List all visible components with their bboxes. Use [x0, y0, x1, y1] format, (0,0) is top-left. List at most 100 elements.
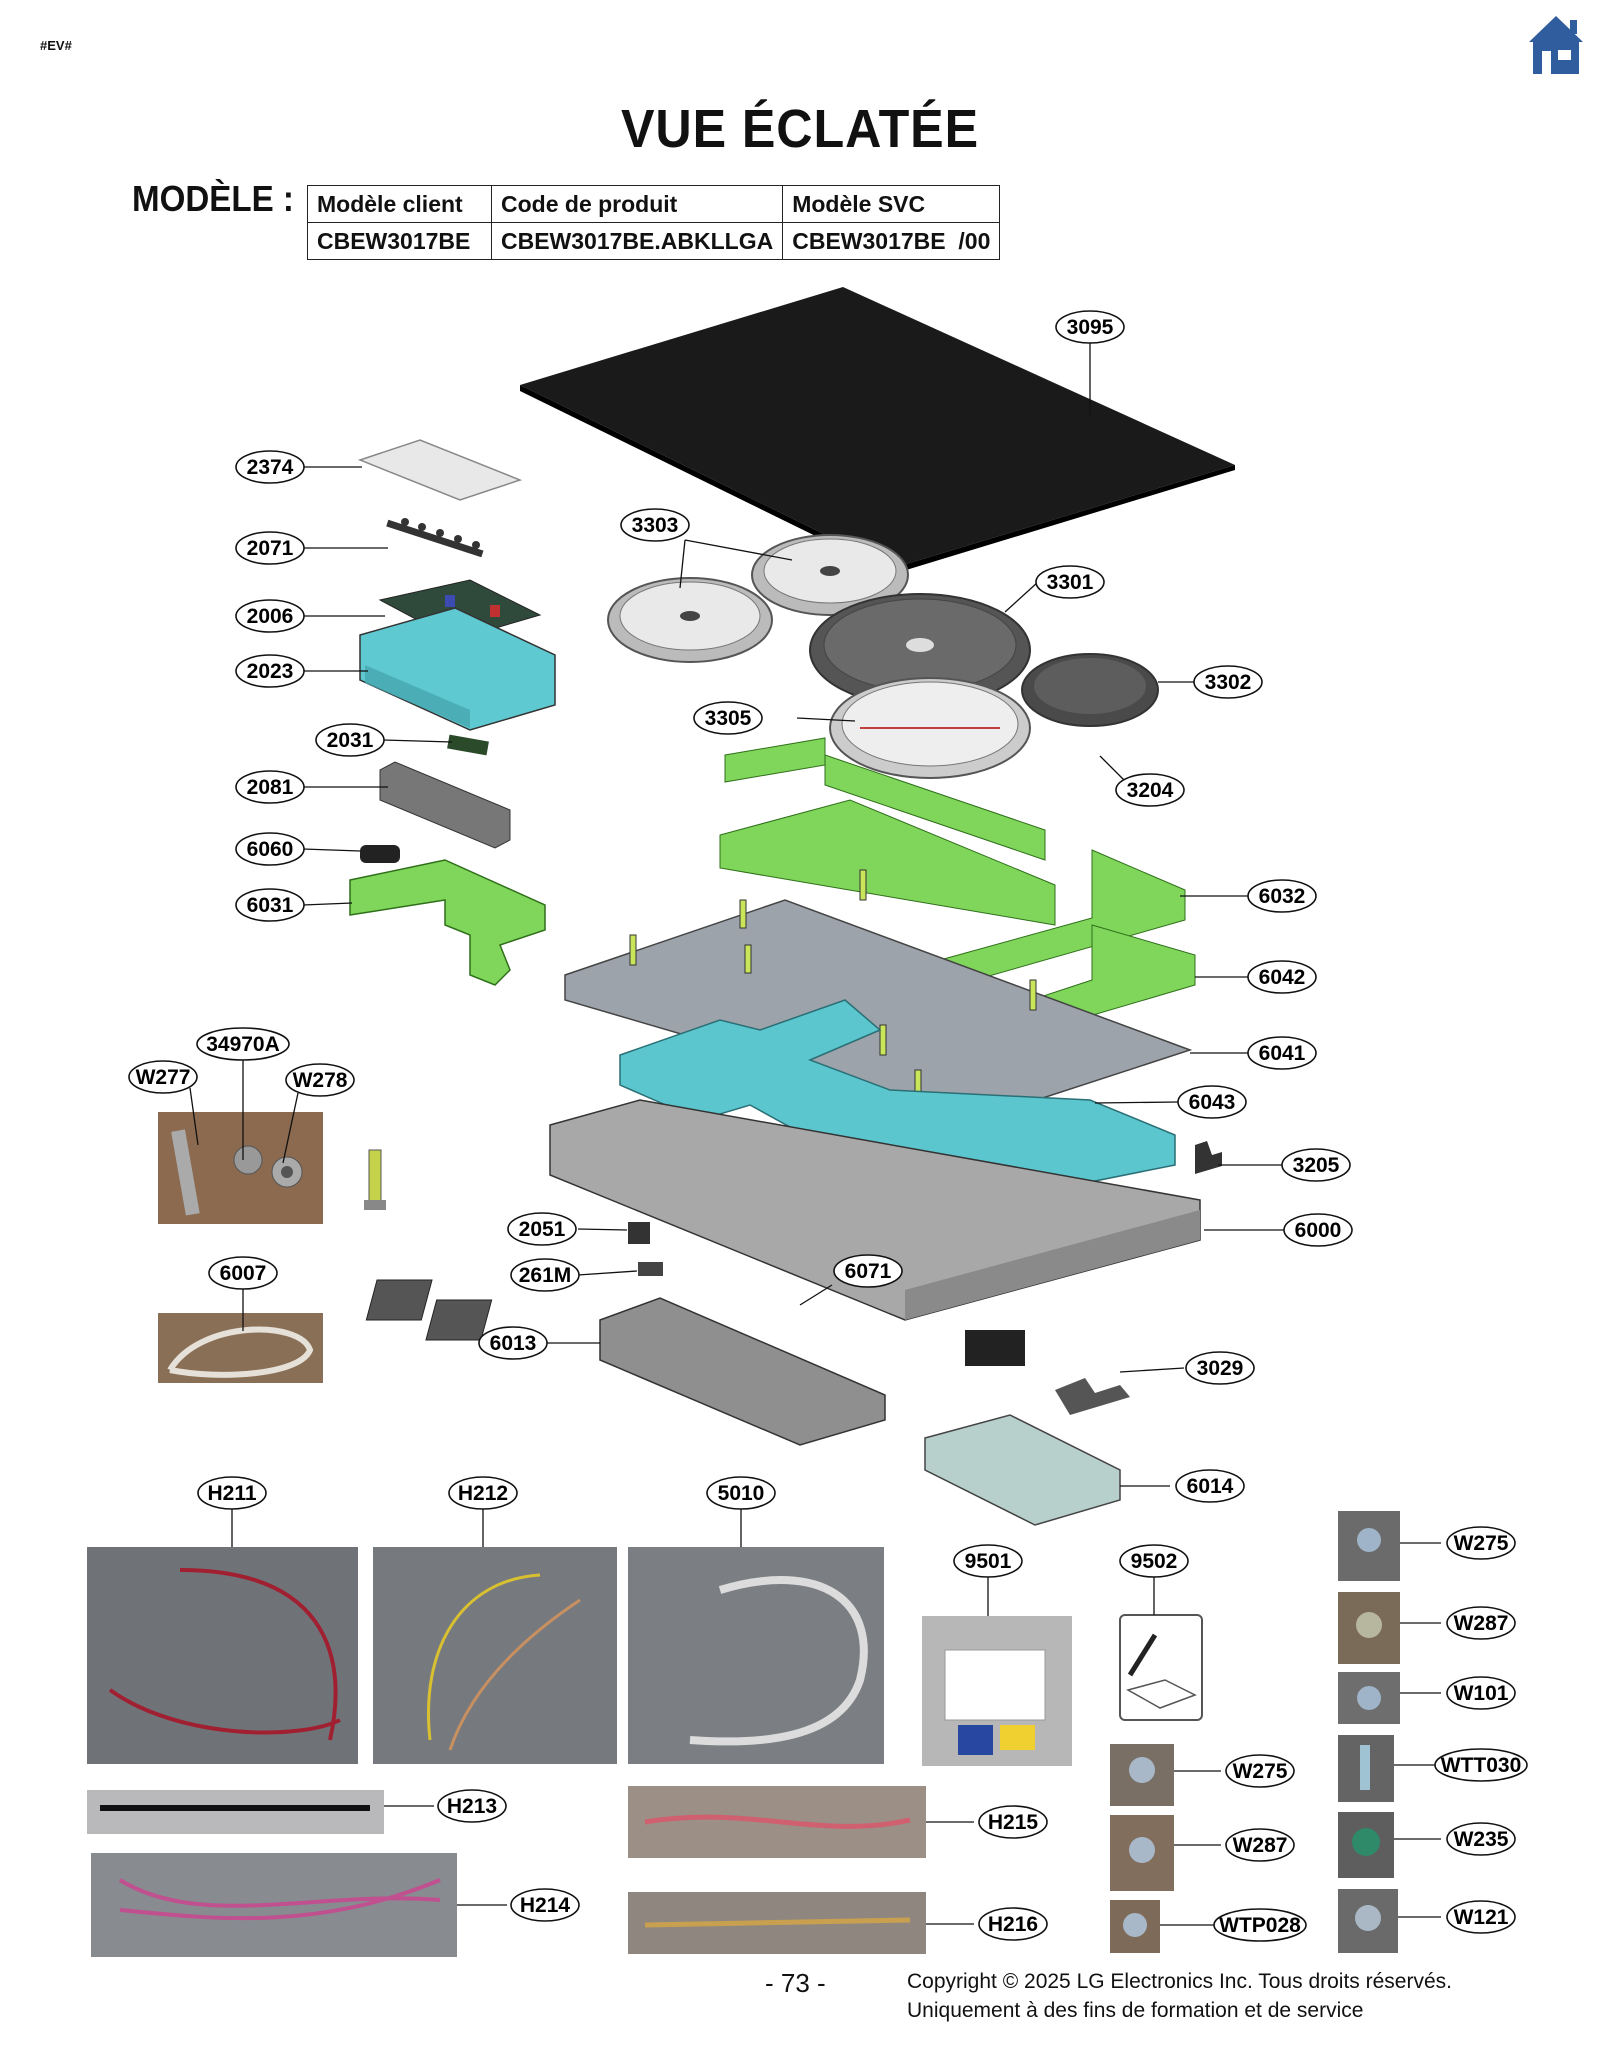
callout-label-2051: 2051: [519, 1218, 566, 1241]
callout-label-wtt030: WTT030: [1441, 1754, 1522, 1777]
callout-label-w287: W287: [1233, 1834, 1288, 1857]
callout-bubble: [1055, 310, 1125, 344]
terminal-block-part: [965, 1330, 1025, 1366]
bracket-2081-part: [379, 761, 511, 849]
callout-label-6014: 6014: [1187, 1475, 1234, 1498]
callout-label-261m: 261M: [519, 1264, 572, 1287]
callout-label-w275: W275: [1454, 1532, 1509, 1555]
callout-label-6042: 6042: [1259, 966, 1306, 989]
callout-label-w277: W277: [136, 1066, 191, 1089]
callout-bubble: [510, 1888, 580, 1922]
callout-bubble: [1225, 1754, 1295, 1788]
callout-label-w275: W275: [1233, 1760, 1288, 1783]
bag-9502: [1119, 1614, 1203, 1721]
callout-label-2081: 2081: [247, 776, 294, 799]
burner-3301: [809, 593, 1031, 707]
callout-label-5010: 5010: [718, 1482, 765, 1505]
callout-label-w235: W235: [1454, 1828, 1509, 1851]
callout-bubble: [478, 1326, 548, 1360]
callout-label-h216: H216: [988, 1913, 1038, 1936]
callout-bubble: [620, 508, 690, 542]
bracket-3029-part: [1055, 1378, 1130, 1415]
document-tag: #EV#: [40, 38, 72, 53]
callout-label-2071: 2071: [247, 537, 294, 560]
callout-bubble: [235, 531, 305, 565]
model-label: MODÈLE :: [132, 178, 294, 219]
callout-bubble: [1115, 773, 1185, 807]
screw-photos: [1110, 1511, 1400, 1953]
callout-label-3305: 3305: [705, 707, 752, 730]
insulation-a: [724, 737, 826, 783]
standoff-posts: [629, 869, 1037, 1101]
callout-bubble: [1446, 1606, 1516, 1640]
burner-3305: [829, 677, 1031, 779]
usage-line: Uniquement à des fins de formation et de…: [907, 1999, 1364, 2022]
callout-label-h213: H213: [447, 1795, 497, 1818]
callout-label-6043: 6043: [1189, 1091, 1236, 1114]
callout-label-9502: 9502: [1131, 1550, 1178, 1573]
small-board-part: [447, 734, 489, 756]
header-svc-model: Modèle SVC: [782, 185, 1001, 223]
callout-label-6032: 6032: [1259, 885, 1306, 908]
callout-bubble: [1213, 1908, 1307, 1942]
callout-bubble: [208, 1256, 278, 1290]
callout-bubble: [1247, 960, 1317, 994]
callout-bubble: [1446, 1900, 1516, 1934]
callout-bubble: [833, 1254, 903, 1288]
callout-label-2023: 2023: [247, 660, 294, 683]
callout-bubble: [235, 888, 305, 922]
copyright-notice: Copyright © 2025 LG Electronics Inc. Tou…: [907, 1967, 1452, 2025]
callout-label-3302: 3302: [1205, 671, 1252, 694]
callout-bubble: [315, 723, 385, 757]
callout-label-h212: H212: [458, 1482, 508, 1505]
callout-bubble: [1119, 1544, 1189, 1578]
callout-bubble: [978, 1805, 1048, 1839]
callout-label-6007: 6007: [220, 1262, 267, 1285]
callout-bubble: [196, 1027, 290, 1061]
callout-label-w101: W101: [1454, 1682, 1509, 1705]
callout-bubble: [1283, 1213, 1353, 1247]
callout-label-w278: W278: [293, 1069, 348, 1092]
cover-6014-part: [924, 1414, 1121, 1526]
callout-bubble: [1225, 1828, 1295, 1862]
spring-post-part: [364, 1149, 386, 1210]
callout-group: 3095237420712006202320312081606060313303…: [128, 310, 1528, 1942]
callout-bubble: [285, 1063, 355, 1097]
fan-6071-a: [365, 1279, 433, 1321]
callout-label-6041: 6041: [1259, 1042, 1306, 1065]
callout-bubble: [448, 1476, 518, 1510]
table-row: Modèle client Code de produit Modèle SVC: [307, 185, 1001, 223]
bracket-6031-part: [349, 859, 546, 986]
table-row: CBEW3017BE CBEW3017BE.ABKLLGA CBEW3017BE…: [307, 222, 1001, 260]
callout-bubble: [128, 1060, 198, 1094]
value-product-code: CBEW3017BE.ABKLLGA: [490, 222, 784, 260]
callout-label-3205: 3205: [1293, 1154, 1340, 1177]
callout-bubble: [706, 1476, 776, 1510]
callout-bubble: [235, 654, 305, 688]
callout-bubble: [953, 1544, 1023, 1578]
clip-6060-part: [360, 845, 400, 863]
callout-label-3095: 3095: [1067, 316, 1114, 339]
callout-label-h215: H215: [988, 1811, 1039, 1834]
home-icon[interactable]: [1529, 14, 1583, 76]
callout-label-2006: 2006: [247, 605, 294, 628]
callout-bubble: [1185, 1351, 1255, 1385]
fan-6071-b: [425, 1299, 493, 1341]
callout-label-6031: 6031: [247, 894, 294, 917]
page-number: - 73 -: [765, 1968, 826, 1998]
burner-3303-left: [607, 577, 773, 663]
callout-bubble: [510, 1258, 580, 1292]
part-2051: [628, 1222, 650, 1244]
screws-2071: [386, 518, 484, 558]
callout-label-9501: 9501: [965, 1550, 1012, 1573]
panel-cover-part: [357, 439, 523, 501]
header-product-code: Code de produit: [490, 185, 784, 223]
callout-bubble: [235, 770, 305, 804]
insulation-c: [719, 799, 1056, 926]
photo-harness-h213: [87, 1790, 384, 1834]
callout-bubble: [437, 1789, 507, 1823]
callout-bubble: [1035, 565, 1105, 599]
cyan-insulator-6043: [619, 999, 1176, 1221]
part-261M: [638, 1262, 663, 1276]
